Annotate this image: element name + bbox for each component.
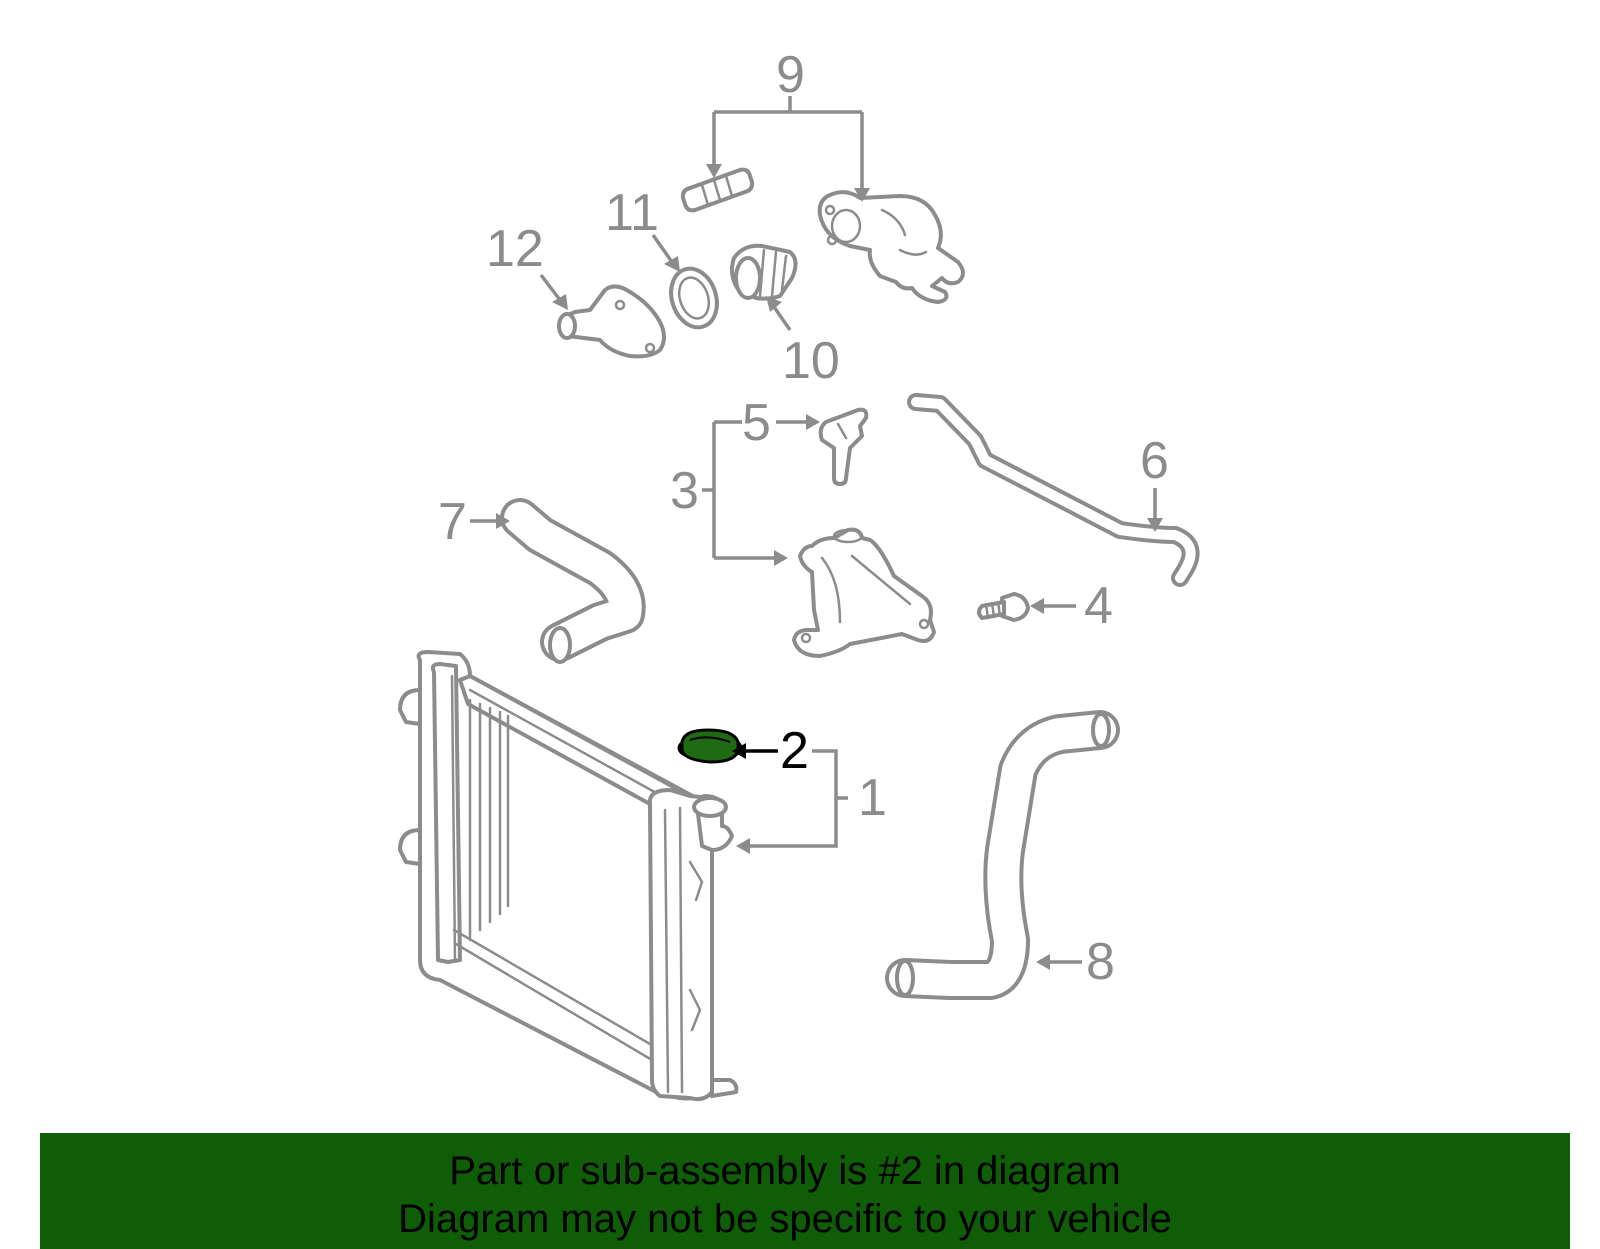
radiator-cap-part — [677, 728, 743, 764]
callout-12-leader — [539, 273, 568, 310]
bolt-part — [977, 592, 1030, 622]
reservoir-part — [792, 527, 936, 658]
callout-7: 7 — [438, 493, 467, 551]
callout-1: 1 — [858, 769, 887, 827]
stud-part — [680, 167, 755, 213]
callout-5: 5 — [742, 394, 771, 452]
banner-line-1: Part or sub-assembly is #2 in diagram — [449, 1149, 1121, 1193]
callout-8: 8 — [1086, 933, 1115, 991]
callout-11-leader — [651, 233, 680, 272]
callout-3: 3 — [670, 462, 699, 520]
banner-line-2: Diagram may not be specific to your vehi… — [398, 1197, 1172, 1241]
callout-9-leader — [706, 96, 870, 202]
callout-12: 12 — [486, 220, 544, 278]
water-inlet-part — [557, 284, 666, 359]
thermostat-housing-part — [817, 190, 965, 304]
overflow-hose-part — [907, 393, 1200, 587]
radiator-part — [398, 650, 739, 1102]
thermostat-part — [730, 243, 798, 301]
callout-6-leader — [1147, 488, 1163, 532]
upper-hose-part — [500, 498, 646, 664]
callout-11: 11 — [605, 184, 659, 242]
callout-4-leader — [1030, 598, 1076, 614]
callout-3-leader — [702, 420, 788, 566]
reservoir-cap-part — [818, 407, 869, 486]
callout-6: 6 — [1140, 432, 1169, 490]
part-info-banner: Part or sub-assembly is #2 in diagram Di… — [40, 1133, 1570, 1249]
lower-hose-part — [885, 710, 1120, 1000]
callout-2: 2 — [780, 722, 809, 780]
callout-10-leader — [766, 296, 792, 331]
callout-9: 9 — [776, 46, 805, 104]
callout-7-leader — [470, 513, 510, 529]
gasket-part — [669, 266, 719, 330]
callout-2-leader — [732, 743, 778, 759]
callout-4: 4 — [1084, 577, 1113, 635]
callout-5-leader — [776, 414, 820, 430]
callout-8-leader — [1036, 954, 1082, 970]
callout-1-leader — [736, 749, 848, 854]
callout-10: 10 — [782, 332, 840, 390]
